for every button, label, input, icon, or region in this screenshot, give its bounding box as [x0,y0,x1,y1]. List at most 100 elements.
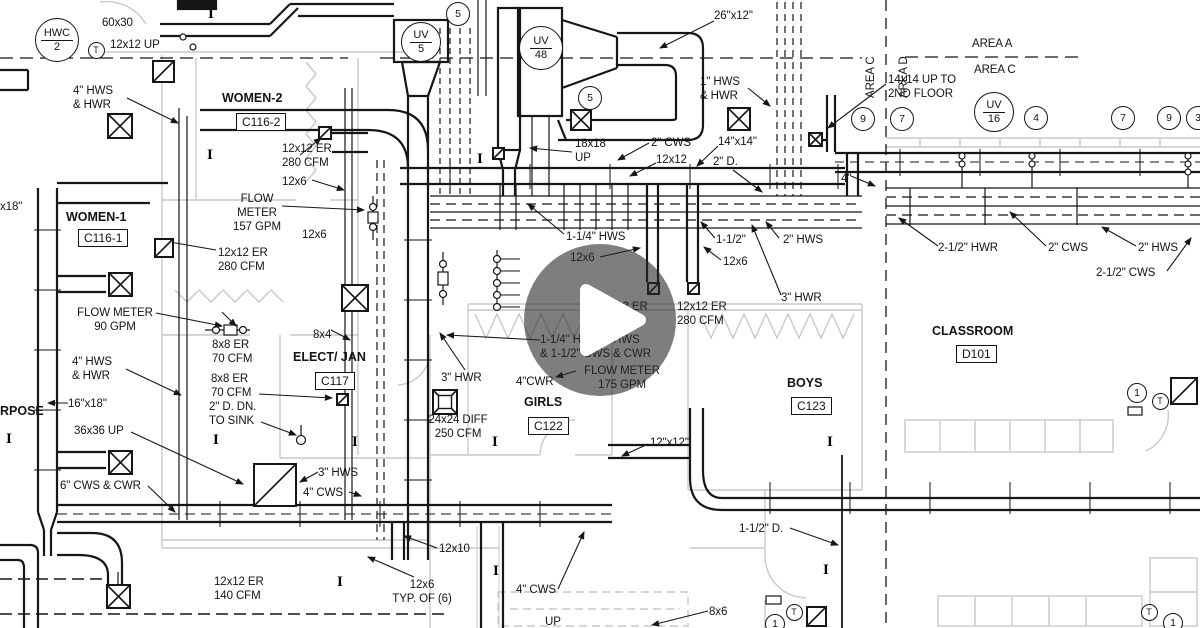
damper-x-symbol-glyph [727,107,751,131]
drawing-label: 4"CWR [516,376,554,388]
equipment-tag-type: HWC [40,27,74,41]
thermostat-tag: T [87,41,105,59]
drawing-label: 36x36 UP [74,425,124,437]
section-marker: I [352,434,358,450]
keynote-tag: 7 [890,107,914,131]
drawing-label: 12x12 UP [110,39,160,51]
section-marker: I [823,562,829,578]
drawing-label: UP [545,616,561,628]
drawing-label: 18x18 UP [575,138,606,165]
area-label: AREA D [898,56,910,98]
drawing-label: 12x12 [656,154,687,166]
keynote-tag: 1 [1127,383,1147,403]
drawing-label: 8x4 [313,329,332,341]
equipment-tag-number: 48 [534,48,548,61]
damper-x-symbol [106,584,131,614]
damper-x-symbol [341,284,369,317]
drawing-label: 2" HWS [783,234,823,246]
damper-x-symbol [727,107,751,136]
section-marker: I [337,574,343,590]
drawing-label: 2" D. [713,156,738,168]
damper-x-symbol-glyph [108,450,133,475]
drawing-label: 1-1/2" D. [739,523,784,535]
drawing-label: 2" CWS [651,137,691,149]
drawing-label: 1-1/2" [716,234,746,246]
drawing-label: FLOW METER 90 GPM [77,307,153,334]
drawing-label: 60x30 [102,17,133,29]
room-name: BOYS [787,376,823,390]
register-symbol [806,606,827,628]
room-name: CLASSROOM [932,324,1014,338]
drawing-label: 8x8 ER 70 CFM [212,339,253,366]
section-marker: I [213,432,219,448]
equipment-tag-number: 5 [417,42,425,55]
drawing-label: 14"x14" [718,136,757,148]
drawing-label: FLOW METER 157 GPM [233,193,281,234]
section-marker: I [207,147,213,163]
room-name: GIRLS [524,395,563,409]
keynote-tag: 5 [578,86,602,110]
drawing-label: 12x6 TYP. OF (6) [392,579,452,606]
room-tag: C123 [791,397,832,415]
drawing-label: 12x12 ER 280 CFM [677,301,727,328]
keynote-tag: 9 [1157,106,1181,130]
drawing-label: 12x12 ER 140 CFM [214,576,264,603]
drawing-label: 6" CWS & CWR [60,480,141,492]
section-marker: I [208,6,214,22]
keynote-tag: 4 [1024,106,1048,130]
register-symbol-glyph [152,60,175,83]
drawing-label: 26"x12" [714,10,753,22]
section-marker: I [827,434,833,450]
valve-symbols [179,33,1192,605]
register-symbol-glyph [253,463,297,507]
thermostat-tag: T [785,603,803,621]
register-symbol-glyph [806,606,827,627]
drawing-label: 2-1/2" HWR [938,242,998,254]
drawing-label: 2-1/2" CWS [1096,267,1156,279]
drawing-label: 4" [841,173,852,185]
damper-x-symbol [570,109,592,136]
drawing-label: 2" HWS [1138,242,1178,254]
area-label: AREA A [972,38,1013,50]
equipment-tag-number: 2 [53,40,61,53]
register-symbol [336,393,349,411]
drawing-label: 3" HWS [318,467,358,479]
drawing-label: x18" [0,201,23,213]
equipment-tag-type: UV [983,99,1005,113]
drawing-label: 1-1/4" HWS [566,231,626,243]
register-symbol [253,463,297,512]
duct-ticks [34,149,1171,628]
drawing-label: 12"x12" [650,437,689,449]
damper-x-symbol-glyph [106,584,131,609]
section-marker: I [493,563,499,579]
drawing-label: 4" HWS & HWR [73,85,113,112]
drawing-label: 3" HWR [781,292,822,304]
damper-x-symbol [808,132,823,152]
drawing-label: 12x6 [723,256,748,268]
register-symbol [492,147,505,165]
damper-x-symbol-glyph [808,132,823,147]
drawing-label: 1" HWS & HWR [700,76,740,103]
drawing-label: 12x6 [302,229,327,241]
drawing-label: 12x12 ER 280 CFM [218,247,268,274]
drawing-label: 4" CWS [516,584,556,596]
room-tag: C116-1 [78,229,129,247]
register-symbol [152,60,175,88]
register-symbol-glyph [687,282,700,295]
drawing-label: 16"x18" [68,398,107,410]
room-name: ELECT/ JAN [293,350,366,364]
drawing-label: 2" CWS [1048,242,1088,254]
room-name: WOMEN-1 [66,210,127,224]
video-play-button[interactable] [524,244,676,396]
diffuser-symbol-glyph [432,389,458,415]
drawing-label: 8x6 [709,606,728,618]
section-marker: I [477,151,483,167]
drawing-label: 2" D. DN. TO SINK [209,401,257,428]
damper-x-symbol [107,113,133,144]
keynote-tag: 9 [851,107,875,131]
